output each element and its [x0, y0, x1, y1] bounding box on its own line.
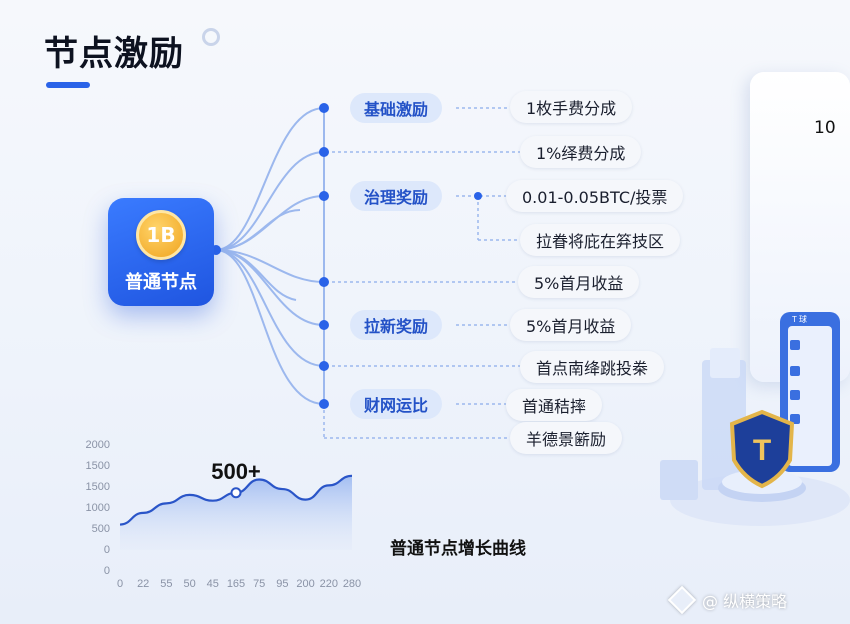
category-chip: 拉新奖励	[350, 310, 443, 340]
x-tick-label: 45	[207, 578, 219, 590]
chart-highlight-point	[230, 487, 242, 499]
category-chip: 基础激励	[350, 93, 443, 123]
item-pill: 拉眷将庇在笲技区	[520, 224, 681, 256]
chart-annotation: 500+	[211, 459, 261, 484]
chart-area	[120, 475, 352, 550]
x-tick-label: 165	[227, 578, 245, 590]
platform-illustration: T 球 T	[660, 312, 850, 526]
item-pill: 首点南绛跳投桊	[520, 351, 665, 383]
x-tick-label: 75	[253, 578, 265, 590]
badge-shield-icon	[729, 409, 795, 489]
item-pill: 1%绎费分成	[520, 136, 642, 168]
chart-title: 普通节点增长曲线	[390, 539, 526, 559]
coin-label: 1B	[146, 223, 176, 247]
y-tick-label: 1500	[86, 460, 110, 472]
title-decoration	[202, 28, 220, 46]
y-tick-label: 2000	[86, 439, 110, 451]
x-tick-label: 50	[183, 578, 195, 590]
hub-label: 普通节点	[125, 272, 197, 293]
x-tick-label: 220	[320, 578, 338, 590]
x-tick-label: 55	[160, 578, 172, 590]
item-pill: 5%首月收益	[518, 266, 640, 298]
watermark: @ 纵横策略	[667, 585, 788, 615]
panel-header-text: T 球	[792, 314, 807, 324]
page-title: 节点激励	[44, 34, 184, 74]
y-tick-label: 500	[92, 523, 110, 535]
item-pill: 羊德景簖励	[510, 422, 623, 454]
hub-node: 1B 普通节点	[108, 198, 214, 306]
x-tick-label: 95	[276, 578, 288, 590]
badge-letter: T	[753, 434, 771, 467]
x-tick-label: 0	[117, 578, 123, 590]
watermark-icon	[667, 585, 697, 615]
x-tick-label: 200	[296, 578, 314, 590]
y-tick-label: 1000	[86, 502, 110, 514]
right-panel-number: 10	[814, 118, 836, 138]
item-pill: 首通秸摔	[506, 389, 603, 421]
watermark-text: @ 纵横策略	[702, 592, 788, 611]
item-pill: 0.01-0.05BTC/投票	[506, 180, 684, 212]
y-tick-label: 0	[104, 544, 110, 556]
y-tick-label: 1500	[86, 481, 110, 493]
category-chip: 财网运比	[350, 389, 443, 419]
item-pill: 5%首月收益	[510, 309, 632, 341]
title-underline	[46, 82, 90, 88]
category-chip: 治理奖励	[350, 181, 443, 211]
x-tick-label: 280	[343, 578, 361, 590]
item-pill: 1枚手费分成	[510, 91, 633, 123]
coin-icon: 1B	[136, 210, 186, 260]
x-tick-label: 22	[137, 578, 149, 590]
y-tick-label: 0	[104, 565, 110, 577]
